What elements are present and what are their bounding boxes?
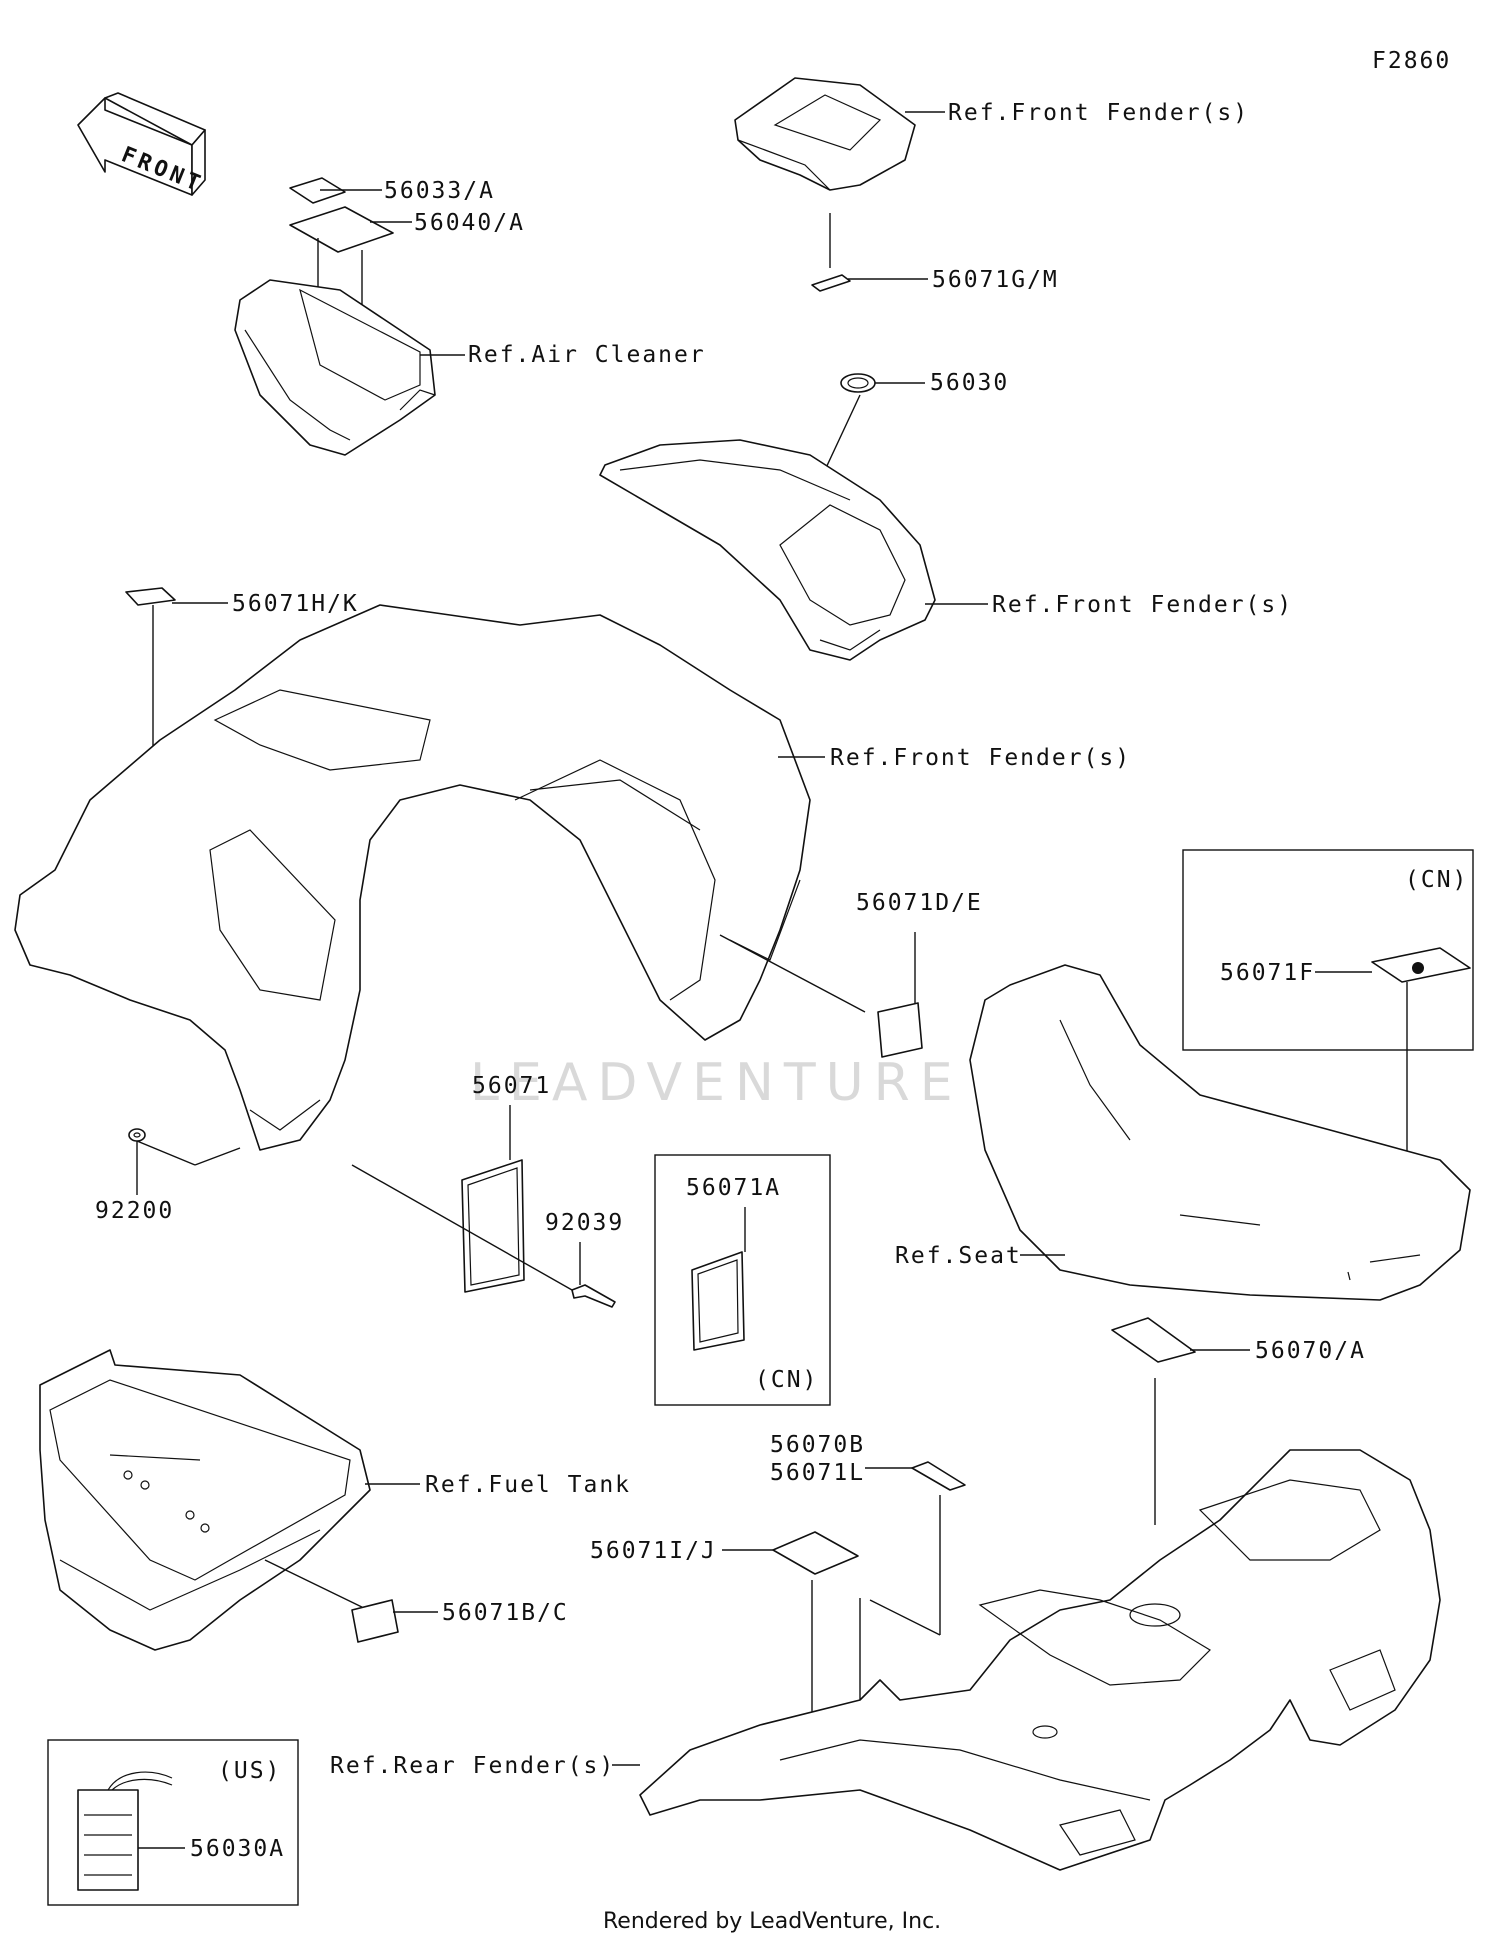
decal-56071f <box>1371 947 1471 983</box>
label-56071de: 56071D/E <box>856 890 983 916</box>
label-ref-front-fender-3: Ref.Front Fender(s) <box>830 745 1131 771</box>
decal-56071de <box>877 1002 923 1058</box>
label-56033: 56033/A <box>384 178 495 204</box>
label-cn-1: (CN) <box>1405 867 1468 893</box>
label-92200: 92200 <box>95 1198 174 1224</box>
front-arrow-icon: FRONT <box>77 92 207 198</box>
label-ref-seat: Ref.Seat <box>895 1243 1022 1269</box>
label-56071l: 56071L <box>770 1460 865 1486</box>
grommet-92200 <box>128 1128 146 1142</box>
label-92039: 92039 <box>545 1210 624 1236</box>
label-ref-air-cleaner: Ref.Air Cleaner <box>468 342 706 368</box>
rivet-92039 <box>571 1284 616 1308</box>
tag-56030a <box>77 1771 173 1891</box>
label-56071: 56071 <box>472 1073 551 1099</box>
decal-56071gm <box>811 274 851 292</box>
seat <box>969 964 1471 1301</box>
emblem-56030 <box>840 373 876 393</box>
label-56071ij: 56071I/J <box>590 1538 717 1564</box>
label-cn-2: (CN) <box>755 1367 818 1393</box>
decal-56071ij <box>772 1531 859 1575</box>
decal-56040 <box>289 206 394 253</box>
watermark: LEADVENTURE <box>470 1053 963 1113</box>
label-56030: 56030 <box>930 370 1009 396</box>
rear-fender <box>639 1449 1441 1871</box>
front-fender-cover <box>734 77 916 191</box>
label-ref-front-fender-2: Ref.Front Fender(s) <box>992 592 1293 618</box>
decal-56033 <box>289 177 346 204</box>
label-56071gm: 56071G/M <box>932 267 1059 293</box>
label-ref-front-fender-1: Ref.Front Fender(s) <box>948 100 1249 126</box>
decal-56071hk <box>125 587 176 606</box>
front-fender-inner-panel <box>599 439 936 661</box>
plate-56071 <box>461 1159 525 1293</box>
decal-56070a <box>1111 1317 1196 1363</box>
label-56070b: 56070B <box>770 1432 865 1458</box>
label-56071hk: 56071H/K <box>232 591 359 617</box>
diagram-code: F2860 <box>1372 48 1451 74</box>
footer-credit: Rendered by LeadVenture, Inc. <box>603 1909 941 1934</box>
label-56040: 56040/A <box>414 210 525 236</box>
decal-56070b <box>911 1461 966 1491</box>
label-56071a: 56071A <box>686 1175 781 1201</box>
label-56070a: 56070/A <box>1255 1338 1366 1364</box>
label-ref-fuel-tank: Ref.Fuel Tank <box>425 1472 631 1498</box>
us-inset-56030a <box>47 1739 299 1906</box>
label-56030a: 56030A <box>190 1836 285 1862</box>
plate-56071a <box>691 1251 745 1351</box>
label-56071bc: 56071B/C <box>442 1600 569 1626</box>
front-fender-main <box>14 604 811 1151</box>
label-56071f: 56071F <box>1220 960 1315 986</box>
cn-inset-56071f <box>1182 849 1474 1051</box>
label-ref-rear-fender: Ref.Rear Fender(s) <box>330 1753 615 1779</box>
air-cleaner-cover <box>234 279 436 456</box>
label-us: (US) <box>218 1758 281 1784</box>
cn-inset-56071a <box>654 1154 831 1406</box>
decal-56071bc <box>351 1599 399 1643</box>
fuel-tank <box>39 1349 371 1651</box>
